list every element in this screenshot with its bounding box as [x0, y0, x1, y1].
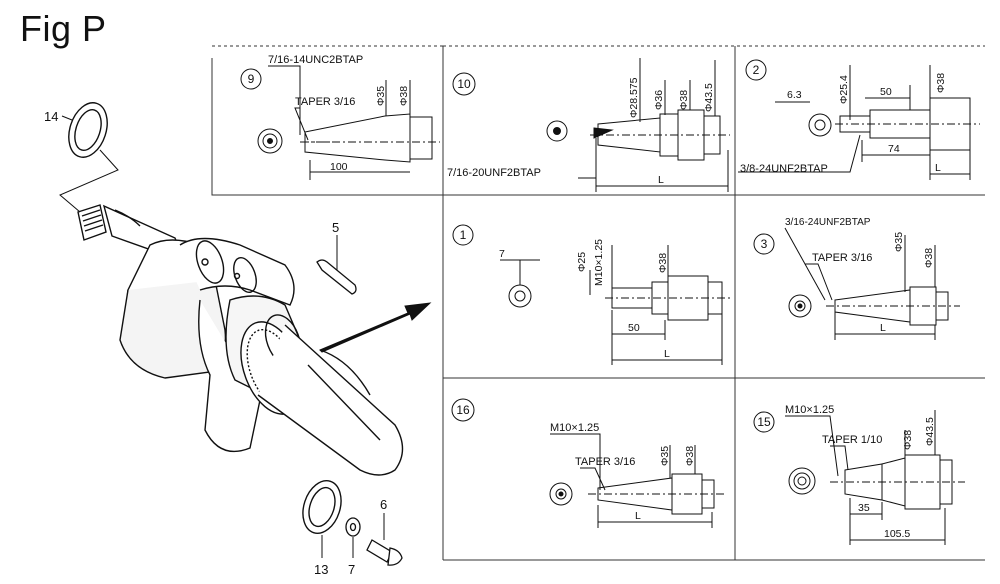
washer-7-drawing — [345, 517, 361, 558]
panel-10-drawing — [546, 58, 730, 192]
panel-1-length-1: 50 — [628, 322, 640, 334]
panel-2-length-1: 50 — [880, 86, 892, 98]
panel-2-number: 2 — [753, 63, 760, 77]
panel-10-thread-label: 7/16-20UNF2BTAP — [447, 167, 541, 179]
key-5-drawing — [316, 235, 357, 295]
part-number-7: 7 — [348, 562, 355, 577]
panel-2-length-3: L — [935, 162, 941, 174]
panel-9-taper-label: TAPER 3/16 — [295, 96, 355, 108]
panel-15-thread-label: M10×1.25 — [785, 404, 834, 416]
panel-15-length-1: 35 — [858, 502, 870, 514]
panel-9-length: 100 — [330, 161, 348, 173]
panel-10-length: L — [658, 174, 664, 186]
panel-9-thread-label: 7/16-14UNC2BTAP — [268, 54, 363, 66]
panel-2-key-width: 6.3 — [787, 89, 802, 101]
ring-14-drawing — [59, 102, 119, 213]
panel-10-diameter-4: Φ43.5 — [703, 83, 715, 112]
panel-15-diameter-1: Φ38 — [902, 430, 914, 450]
panel-10-diameter-2: Φ36 — [653, 90, 665, 110]
panel-2-drawing — [738, 65, 980, 180]
part-number-14: 14 — [44, 109, 58, 124]
panel-2-diameter-2: Φ38 — [935, 73, 947, 93]
panel-1-thread-label: M10×1.25 — [593, 239, 605, 286]
panel-16-thread-label: M10×1.25 — [550, 422, 599, 434]
panel-15-taper-label: TAPER 1/10 — [822, 434, 882, 446]
crankshaft-drawing — [77, 204, 404, 476]
panel-10-diameter-3: Φ38 — [678, 90, 690, 110]
panel-16-diameter-2: Φ38 — [684, 446, 696, 466]
panel-16-taper-label: TAPER 3/16 — [575, 456, 635, 468]
panel-number-circles — [240, 59, 775, 433]
panel-3-length: L — [880, 322, 886, 334]
panel-2-thread-label: 3/8-24UNF2BTAP — [740, 163, 828, 175]
panel-2-length-2: 74 — [888, 143, 900, 155]
panel-1-drawing — [500, 245, 730, 365]
panel-3-diameter-1: Φ35 — [893, 232, 905, 252]
panel-9-diameter-1: Φ35 — [375, 86, 387, 106]
panel-grid — [211, 45, 985, 561]
panel-1-key-width: 7 — [499, 248, 505, 260]
panel-3-drawing — [784, 227, 960, 340]
figure-title: Fig P — [20, 8, 107, 49]
panel-9-diameter-2: Φ38 — [398, 86, 410, 106]
panel-16-length: L — [635, 510, 641, 522]
panel-2-diameter-1: Φ25.4 — [838, 75, 850, 104]
panel-15-diameter-2: Φ43.5 — [924, 417, 936, 446]
panel-3-thread-label: 3/16-24UNF2BTAP — [785, 217, 871, 228]
panel-1-diameter-1: Φ25 — [576, 252, 588, 272]
panel-1-diameter-2: Φ38 — [657, 253, 669, 273]
bolt-6-drawing — [366, 513, 403, 566]
panel-16-number: 16 — [456, 403, 470, 417]
panel-9-drawing — [257, 65, 440, 180]
panel-15-length-2: 105.5 — [884, 528, 910, 540]
panel-15-drawing — [785, 410, 965, 545]
panel-16-diameter-1: Φ35 — [659, 446, 671, 466]
panel-3-number: 3 — [761, 237, 768, 251]
part-number-6: 6 — [380, 497, 387, 512]
part-number-5: 5 — [332, 220, 339, 235]
panel-1-number: 1 — [460, 228, 467, 242]
ring-13-drawing — [302, 480, 342, 558]
panel-15-number: 15 — [757, 415, 771, 429]
part-number-13: 13 — [314, 562, 328, 577]
panel-3-taper-label: TAPER 3/16 — [812, 252, 872, 264]
arrow-to-panels — [319, 302, 432, 353]
panel-1-length-2: L — [664, 348, 670, 360]
panel-16-drawing — [549, 433, 725, 528]
panel-10-diameter-1: Φ28.575 — [628, 77, 640, 118]
panel-3-diameter-2: Φ38 — [923, 248, 935, 268]
panel-10-number: 10 — [457, 77, 471, 91]
panel-9-number: 9 — [248, 72, 255, 86]
